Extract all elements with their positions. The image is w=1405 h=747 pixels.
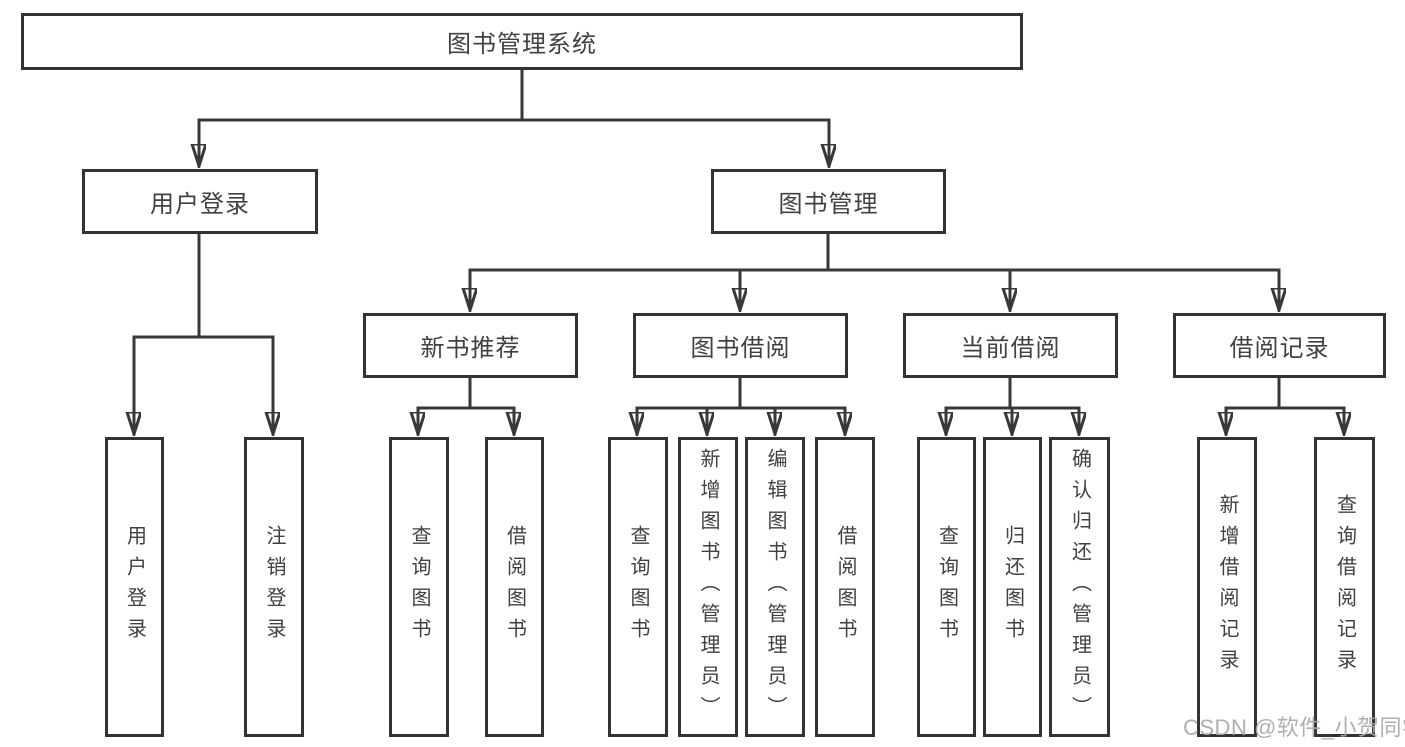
node-label: 确认归还（管理员） (1068, 447, 1091, 727)
node-label: 图书借阅 (690, 335, 791, 362)
node-user-login: 用户登录 (82, 169, 318, 234)
leaf-logout: 注销登录 (244, 437, 304, 737)
node-label: 借阅记录 (1229, 335, 1330, 362)
node-label: 借阅图书 (503, 525, 526, 649)
node-label: 新增借阅记录 (1216, 494, 1238, 680)
leaf-query-books-current: 查询图书 (917, 437, 976, 737)
leaf-add-borrow-record: 新增借阅记录 (1197, 437, 1257, 737)
node-borrowing-records: 借阅记录 (1173, 313, 1386, 378)
node-label: 用户登录 (123, 525, 146, 649)
leaf-query-books-recommend: 查询图书 (389, 437, 449, 737)
node-current-borrowing: 当前借阅 (903, 313, 1118, 378)
leaf-query-borrow-record: 查询借阅记录 (1314, 437, 1375, 737)
node-new-book-recommend: 新书推荐 (363, 313, 578, 378)
node-label: 注销登录 (263, 525, 285, 649)
node-label: 查询图书 (627, 525, 649, 649)
node-book-management: 图书管理 (711, 169, 946, 234)
node-label: 查询图书 (408, 525, 430, 649)
csdn-watermark: CSDN @软件_小贺同学 (1183, 715, 1405, 740)
node-label: 图书管理系统 (447, 31, 597, 58)
node-label: 编辑图书（管理员） (764, 447, 786, 727)
node-label: 借阅图书 (834, 525, 856, 649)
leaf-borrow-books-recommend: 借阅图书 (485, 437, 544, 737)
node-label: 新增图书（管理员） (697, 447, 719, 727)
leaf-edit-books-admin: 编辑图书（管理员） (745, 437, 805, 737)
node-book-borrowing: 图书借阅 (633, 313, 848, 378)
leaf-return-books: 归还图书 (983, 437, 1042, 737)
node-label: 查询借阅记录 (1333, 494, 1356, 680)
leaf-query-books-borrowing: 查询图书 (608, 437, 668, 737)
node-label: 图书管理 (778, 191, 879, 218)
leaf-user-login: 用户登录 (105, 437, 164, 737)
leaf-borrow-books: 借阅图书 (815, 437, 875, 737)
leaf-add-books-admin: 新增图书（管理员） (678, 437, 738, 737)
node-label: 当前借阅 (960, 335, 1061, 362)
node-label: 用户登录 (150, 191, 250, 218)
node-label: 新书推荐 (420, 335, 521, 362)
node-label: 归还图书 (1001, 525, 1024, 649)
node-label: 查询图书 (935, 525, 958, 649)
leaf-confirm-return-admin: 确认归还（管理员） (1049, 437, 1110, 737)
node-book-management-system: 图书管理系统 (21, 13, 1023, 70)
